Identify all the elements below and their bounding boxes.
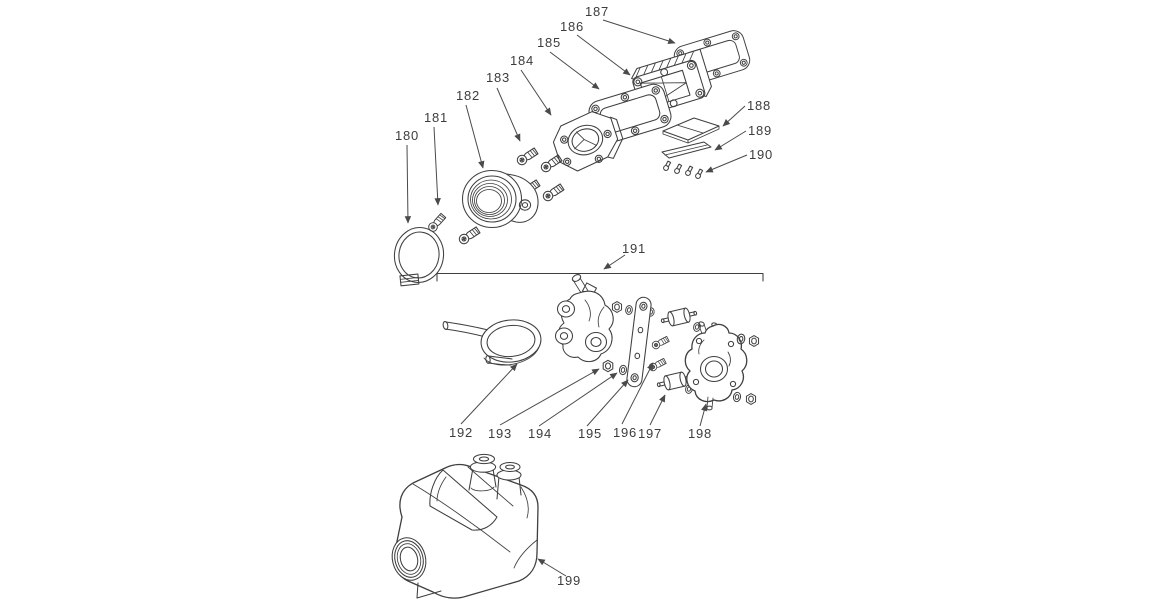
leader-197 <box>649 394 666 426</box>
leader-185 <box>549 51 600 90</box>
callout-184: 184 <box>510 53 534 68</box>
link-plate-195-drawing <box>626 296 652 388</box>
callout-196: 196 <box>613 425 637 440</box>
pump-bracket-drawing <box>554 274 614 363</box>
callout-190: 190 <box>749 147 773 162</box>
leader-184 <box>520 69 552 116</box>
fuel-pump-198-drawing <box>684 321 748 411</box>
callout-189: 189 <box>748 123 772 138</box>
intake-flange-182-drawing <box>461 169 539 229</box>
leader-182 <box>465 104 485 169</box>
callout-197: 197 <box>638 426 662 441</box>
leader-192 <box>460 363 518 425</box>
leader-193 <box>499 368 600 426</box>
leader-186 <box>576 34 631 76</box>
leader-199 <box>537 558 567 577</box>
callout-192: 192 <box>449 425 473 440</box>
reed-plate-188-drawing <box>662 117 720 144</box>
fuel-hose-192-drawing <box>442 319 542 366</box>
leader-189 <box>714 130 747 151</box>
carburetor-adapter-184-drawing <box>552 111 624 172</box>
callout-182: 182 <box>456 88 480 103</box>
callout-185: 185 <box>537 35 561 50</box>
callout-labels: 180 181 182 183 184 185 186 187 188 189 … <box>395 4 773 588</box>
leader-196 <box>621 362 654 425</box>
fuel-pump-assembly-group <box>436 272 764 411</box>
callout-195: 195 <box>578 426 602 441</box>
callout-leader-lines <box>404 19 748 577</box>
leader-183 <box>496 87 521 142</box>
bolt-181-drawing <box>426 212 448 234</box>
callout-198: 198 <box>688 426 712 441</box>
leader-190 <box>705 154 748 173</box>
callout-183: 183 <box>486 70 510 85</box>
callout-191: 191 <box>622 241 646 256</box>
callout-180: 180 <box>395 128 419 143</box>
callout-188: 188 <box>747 98 771 113</box>
leader-194 <box>538 372 618 427</box>
callout-181: 181 <box>424 110 448 125</box>
silencer-199-drawing <box>391 453 539 599</box>
callout-186: 186 <box>560 19 584 34</box>
callout-199: 199 <box>557 573 581 588</box>
leader-198 <box>699 403 708 427</box>
leader-191 <box>603 254 626 270</box>
group-bracket-191 <box>436 272 764 282</box>
leader-181 <box>433 126 441 206</box>
leader-195 <box>586 379 629 427</box>
callout-193: 193 <box>488 426 512 441</box>
leader-180 <box>404 144 412 224</box>
reed-screws-190-drawing <box>662 160 704 180</box>
hose-clamp-180-drawing <box>393 227 445 287</box>
intake-reed-valve-group <box>393 27 753 287</box>
leader-187 <box>602 19 676 45</box>
leader-188 <box>722 105 746 127</box>
reed-stop-189-drawing <box>661 141 712 159</box>
callout-194: 194 <box>528 426 552 441</box>
callout-187: 187 <box>585 4 609 19</box>
